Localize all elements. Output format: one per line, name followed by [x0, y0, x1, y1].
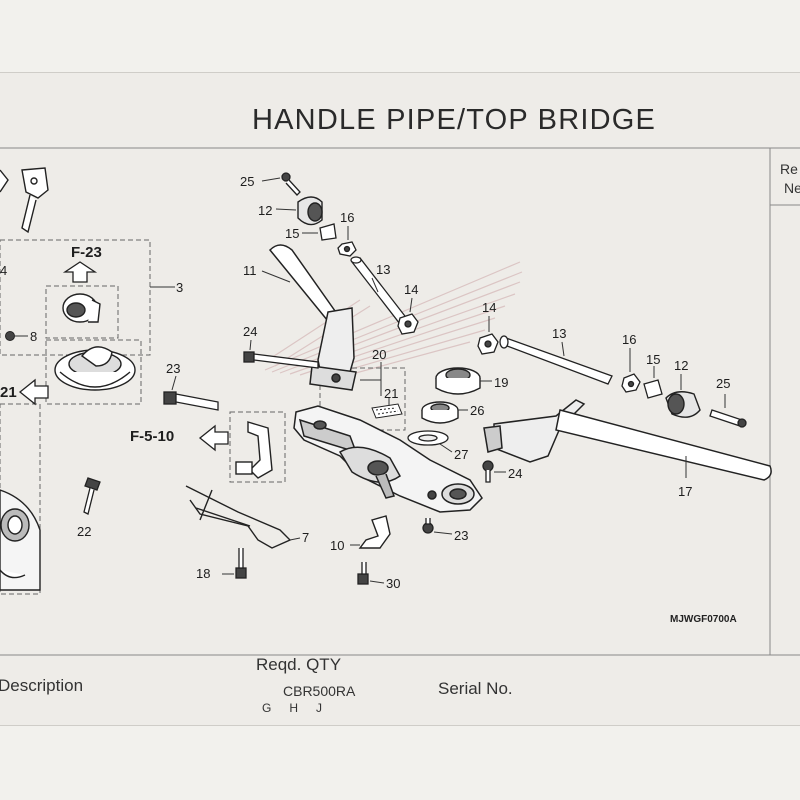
callout-12-right: 12 — [674, 358, 689, 373]
callout-8: 8 — [30, 329, 38, 344]
callout-19: 19 — [494, 375, 509, 390]
bar-end-weight-top — [297, 196, 323, 226]
callout-14-right: 14 — [482, 300, 497, 315]
wire-clip-7 — [185, 485, 292, 549]
callout-21: 21 — [384, 386, 399, 401]
col-variants: GHJ — [262, 701, 340, 715]
top-bridge — [293, 405, 483, 513]
callout-4: 4 — [0, 263, 8, 278]
bolt-24-right — [482, 460, 494, 483]
ref-header-line1: Re — [780, 161, 798, 177]
handle-pipe-left — [268, 244, 357, 391]
col-reqd-qty: Reqd. QTY — [256, 655, 342, 674]
col-serial-no: Serial No. — [438, 679, 513, 698]
nut-16-top — [337, 241, 357, 257]
collar-15-top — [319, 223, 337, 241]
washer-part — [5, 331, 15, 341]
emblem-21 — [371, 403, 403, 419]
callout-23-right: 23 — [454, 528, 469, 543]
bolt-25-right — [709, 409, 747, 428]
page-title: HANDLE PIPE/TOP BRIDGE — [252, 104, 657, 136]
bracket-part — [235, 421, 273, 479]
lock-cylinder — [62, 293, 101, 323]
callout-24-left: 24 — [243, 324, 258, 339]
fuel-cap — [54, 346, 136, 391]
stem-nut-19 — [435, 367, 481, 395]
callout-16-top: 16 — [340, 210, 355, 225]
callout-14-top: 14 — [404, 282, 419, 297]
callout-18: 18 — [196, 566, 211, 581]
nut-14-right — [477, 333, 499, 355]
nut-14-top — [397, 313, 419, 335]
callout-26: 26 — [470, 403, 485, 418]
collar-15-right — [643, 379, 663, 399]
callout-13-right: 13 — [552, 326, 567, 341]
callout-7: 7 — [302, 530, 310, 545]
col-model: CBR500RA — [283, 683, 356, 699]
callout-20: 20 — [372, 347, 387, 362]
arrow-left-icon — [198, 424, 229, 452]
callout-25-top: 25 — [240, 174, 255, 189]
callout-17: 17 — [678, 484, 693, 499]
bar-end-weight-right — [665, 391, 701, 418]
bolt-22 — [83, 477, 101, 515]
bolt-24-left — [243, 351, 319, 369]
ref-f-23[interactable]: F-23 — [71, 244, 102, 261]
nut-26 — [421, 401, 459, 424]
callout-22: 22 — [77, 524, 92, 539]
callout-24-right: 24 — [508, 466, 523, 481]
callout-10: 10 — [330, 538, 345, 553]
bolt-23-left — [163, 391, 219, 411]
bolt-23-right — [422, 518, 434, 534]
callout-15-top: 15 — [285, 226, 300, 241]
ignition-key — [0, 167, 49, 234]
washer-27 — [407, 430, 449, 446]
callout-12-top: 12 — [258, 203, 273, 218]
diagram-code: MJWGF0700A — [670, 614, 737, 625]
ref-header-line2: Ne — [784, 180, 800, 196]
callout-30: 30 — [386, 576, 401, 591]
col-description: Description — [0, 676, 84, 695]
callout-27: 27 — [454, 447, 469, 462]
arrow-up-icon — [62, 261, 98, 283]
ignition-switch-body — [0, 489, 41, 591]
arrow-left-icon — [18, 378, 49, 406]
ref-f-5-10[interactable]: F-5-10 — [130, 428, 175, 445]
bolt-30 — [357, 562, 369, 585]
callout-15-right: 15 — [646, 352, 661, 367]
ref-21-left[interactable]: 21 — [0, 384, 17, 401]
nut-16-right — [621, 373, 641, 393]
callout-11: 11 — [243, 263, 257, 278]
callout-3: 3 — [176, 280, 184, 295]
callout-13-top: 13 — [376, 262, 391, 277]
bolt-25-top — [281, 172, 301, 196]
bracket-dashed-box — [229, 411, 286, 483]
callout-16-right: 16 — [622, 332, 637, 347]
callout-25-right: 25 — [716, 376, 731, 391]
bolt-18 — [235, 548, 247, 579]
callout-23-left: 23 — [166, 361, 181, 376]
clamp-10 — [358, 515, 391, 549]
handle-pipe-right — [483, 399, 772, 481]
rod-13-right — [499, 335, 613, 385]
